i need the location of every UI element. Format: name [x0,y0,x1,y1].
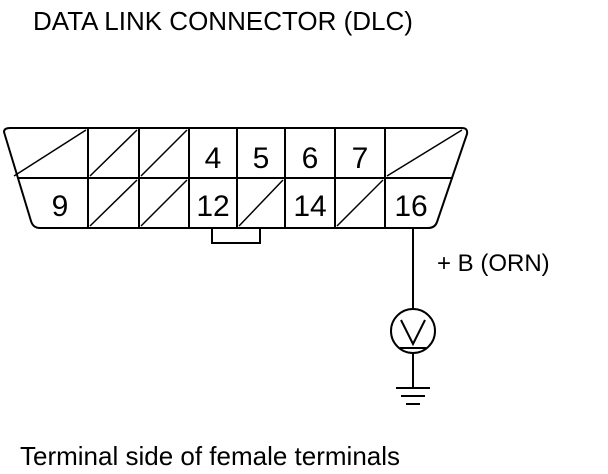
top-row-labels: 4 5 6 7 [205,142,369,175]
ground-icon [396,387,430,405]
unused-terminal-slashes [13,129,463,227]
terminal-14-label: 14 [293,190,326,223]
slash-terminal-13 [238,179,284,227]
terminal-7-label: 7 [352,142,369,175]
slash-terminal-11 [140,179,188,227]
slash-terminal-3 [140,129,188,177]
bottom-row-labels: 9 12 14 16 [52,190,428,223]
slash-terminal-8 [386,129,463,177]
terminal-16-label: 16 [394,190,427,223]
connector-body [2,127,469,229]
slash-terminal-15 [336,179,384,227]
terminal-9-label: 9 [52,190,69,223]
diagram-title: DATA LINK CONNECTOR (DLC) [33,6,413,36]
terminal-12-label: 12 [196,190,229,223]
terminal-5-label: 5 [253,142,270,175]
voltmeter-icon [390,308,436,354]
slash-terminal-2 [89,129,138,177]
wire-label: + B (ORN) [437,250,550,277]
slash-terminal-10 [89,179,138,227]
diagram-caption: Terminal side of female terminals [20,441,400,471]
column-dividers [87,128,386,228]
terminal-4-label: 4 [205,142,222,175]
terminal-6-label: 6 [302,142,319,175]
slash-terminal-1 [13,129,87,177]
connector-key-tab [211,228,261,244]
